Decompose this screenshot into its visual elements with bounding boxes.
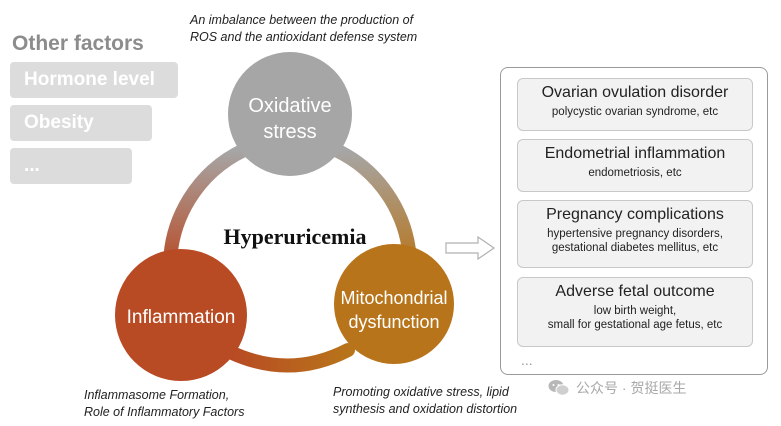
watermark-text: 公众号 · 贺挺医生 bbox=[576, 380, 687, 396]
inflammation-note-line1: Inflammasome Formation, bbox=[84, 388, 230, 402]
factor-label: ... bbox=[24, 155, 40, 176]
center-label: Hyperuricemia bbox=[224, 224, 367, 249]
factor-label: Obesity bbox=[24, 112, 94, 133]
inflammation-node bbox=[115, 249, 247, 381]
other-factors-title: Other factors bbox=[12, 32, 144, 55]
outcome-sub: gestational diabetes mellitus, etc bbox=[551, 242, 719, 254]
mitochondrial-note-line2: synthesis and oxidation distortion bbox=[333, 402, 518, 416]
outcome-card-fetal: Adverse fetal outcome low birth weight, … bbox=[517, 277, 753, 347]
inflammation-label: Inflammation bbox=[127, 307, 236, 328]
arrow-to-outcomes-icon bbox=[445, 235, 496, 261]
outcomes-panel: Ovarian ovulation disorder polycystic ov… bbox=[500, 67, 768, 375]
mitochondrial-label-line2: dysfunction bbox=[348, 312, 439, 332]
outcome-title: Adverse fetal outcome bbox=[555, 283, 715, 300]
inflammation-note: Inflammasome Formation, Role of Inflamma… bbox=[84, 387, 244, 421]
oxidative-note-line2: ROS and the antioxidant defense system bbox=[190, 30, 418, 44]
outcome-sub: small for gestational age fetus, etc bbox=[547, 319, 723, 331]
outcome-title: Ovarian ovulation disorder bbox=[541, 84, 729, 101]
oxidative-stress-node bbox=[228, 52, 352, 176]
outcome-card-ovarian: Ovarian ovulation disorder polycystic ov… bbox=[517, 78, 753, 131]
outcome-title: Endometrial inflammation bbox=[544, 145, 726, 162]
outcome-sub: hypertensive pregnancy disorders, bbox=[547, 228, 723, 240]
outcome-sub: endometriosis, etc bbox=[588, 167, 682, 179]
outcome-sub: low birth weight, bbox=[593, 305, 677, 317]
inflammation-note-line2: Role of Inflammatory Factors bbox=[84, 405, 245, 419]
outcome-card-pregnancy: Pregnancy complications hypertensive pre… bbox=[517, 200, 753, 268]
watermark: 公众号 · 贺挺医生 bbox=[548, 378, 686, 398]
oxidative-label-line1: Oxidative bbox=[248, 95, 331, 117]
factor-more: ... bbox=[10, 148, 132, 184]
outcome-card-endometrial: Endometrial inflammation endometriosis, … bbox=[517, 139, 753, 192]
outcome-title: Pregnancy complications bbox=[546, 206, 724, 223]
oxidative-note-line1: An imbalance between the production of bbox=[190, 13, 414, 27]
mitochondrial-note: Promoting oxidative stress, lipid synthe… bbox=[333, 384, 517, 418]
factor-obesity: Obesity bbox=[10, 105, 152, 141]
wechat-icon bbox=[548, 380, 570, 396]
panel-ellipsis: ... bbox=[521, 352, 533, 368]
outcome-sub: polycystic ovarian syndrome, etc bbox=[551, 106, 719, 118]
arc-inflammation-mitochondrial bbox=[223, 343, 355, 373]
mitochondrial-dysfunction-node bbox=[334, 244, 454, 364]
oxidative-note: An imbalance between the production of R… bbox=[190, 12, 417, 46]
factor-hormone-level: Hormone level bbox=[10, 62, 178, 98]
oxidative-label-line2: stress bbox=[263, 121, 316, 143]
mitochondrial-label-line1: Mitochondrial bbox=[340, 288, 447, 308]
factor-label: Hormone level bbox=[24, 69, 155, 90]
mitochondrial-note-line1: Promoting oxidative stress, lipid bbox=[333, 385, 509, 399]
